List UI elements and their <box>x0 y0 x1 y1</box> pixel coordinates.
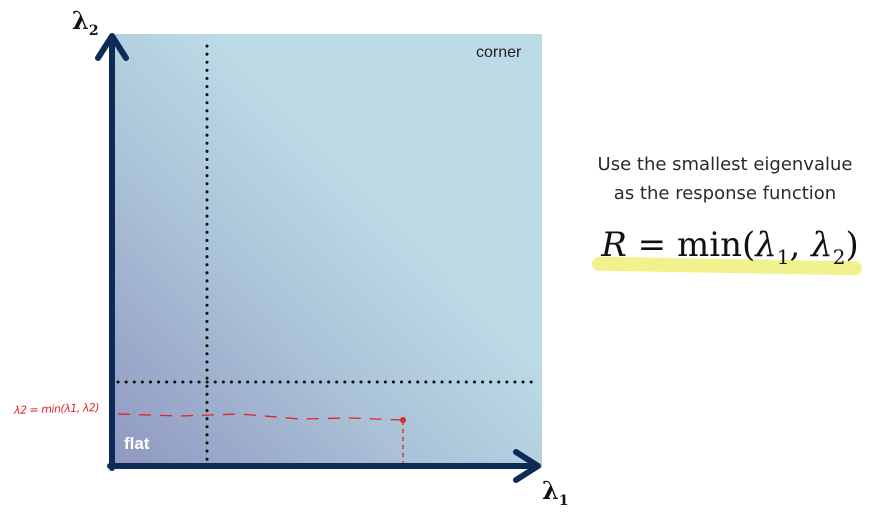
formula-min: min <box>676 225 742 265</box>
caption-line-2: as the response function <box>613 183 837 204</box>
x-axis-arrowhead <box>513 449 541 483</box>
flat-region-label: flat <box>124 434 150 453</box>
x-axis-label: λ1 <box>542 476 569 509</box>
annotation-horizontal-dash <box>117 413 403 421</box>
response-formula: R = min(λ1, λ2) <box>601 225 859 269</box>
formula-lhs: R <box>601 225 627 265</box>
corner-region-label: corner <box>476 44 522 61</box>
region-background <box>112 34 542 468</box>
caption: Use the smallest eigenvalue as the respo… <box>560 150 883 208</box>
y-axis-arrowhead <box>95 33 129 61</box>
y-axis-label: λ2 <box>72 6 99 39</box>
caption-line-1: Use the smallest eigenvalue <box>597 154 853 175</box>
annotation-point <box>400 417 406 423</box>
